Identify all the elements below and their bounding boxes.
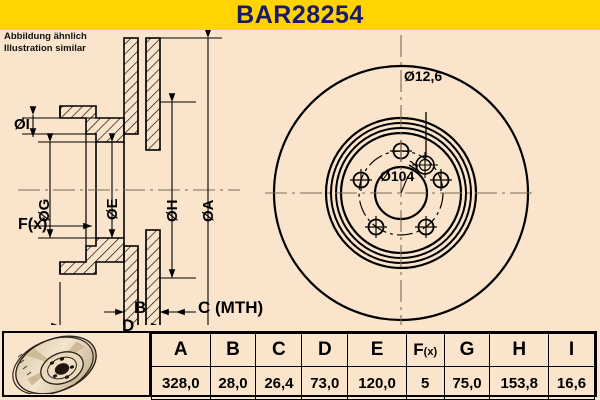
face-view-geometry <box>265 35 537 325</box>
dim-label-C: C (MTH) <box>198 298 264 317</box>
specification-table: A B C D E F(x) G H I 328,0 28,0 26,4 73,… <box>151 333 595 400</box>
table-header-D: D <box>301 333 349 367</box>
table-header-I: I <box>548 333 595 367</box>
dim-label-A: ØA <box>200 199 217 223</box>
dim-label-I: ØI <box>14 116 30 133</box>
table-value-B: 28,0 <box>209 366 257 400</box>
table-value-Fx: 5 <box>405 366 445 400</box>
drawing-canvas: ØI ØG ØE ØH ØA F(x) B C (MTH) D Ø12,6 Ø1… <box>0 30 600 335</box>
table-header-row: A B C D E F(x) G H I <box>151 333 595 367</box>
table-header-H: H <box>489 333 550 367</box>
dim-label-H: ØH <box>164 199 181 223</box>
header-bar <box>0 0 600 30</box>
table-header-E: E <box>347 333 407 367</box>
section-dimension-lines <box>22 30 222 325</box>
table-header-C: C <box>255 333 303 367</box>
cross-section-geometry <box>18 37 240 325</box>
table-header-B: B <box>209 333 257 367</box>
spec-table-container: A B C D E F(x) G H I 328,0 28,0 26,4 73,… <box>2 331 597 400</box>
table-value-E: 120,0 <box>347 366 407 400</box>
table-header-G: G <box>443 333 491 367</box>
table-value-row: 328,0 28,0 26,4 73,0 120,0 5 75,0 153,8 … <box>151 366 595 400</box>
table-header-A: A <box>151 333 211 367</box>
dim-label-B: B <box>134 298 147 317</box>
callout-bolt-circle: Ø104 <box>380 168 415 184</box>
note-line-en: Illustration similar <box>4 42 86 54</box>
table-value-A: 328,0 <box>151 366 211 400</box>
note-line-de: Abbildung ähnlich <box>4 31 87 42</box>
table-value-C: 26,4 <box>255 366 303 400</box>
dim-label-Fx: F(x) <box>18 216 48 233</box>
illustration-note: Abbildung ähnlich Illustration similar <box>4 31 87 54</box>
fx-sub-letter: (x) <box>423 346 438 358</box>
fx-main-letter: F <box>413 340 424 359</box>
table-value-G: 75,0 <box>443 366 491 400</box>
table-value-H: 153,8 <box>489 366 550 400</box>
brake-disc-thumbnail <box>4 333 151 395</box>
table-value-I: 16,6 <box>548 366 595 400</box>
page-title: BAR28254 <box>236 0 364 29</box>
table-value-D: 73,0 <box>301 366 349 400</box>
callout-hole-diameter: Ø12,6 <box>404 68 443 84</box>
dim-label-E: ØE <box>104 198 121 220</box>
dim-label-D: D <box>122 316 135 335</box>
table-header-Fx: F(x) <box>405 333 445 367</box>
